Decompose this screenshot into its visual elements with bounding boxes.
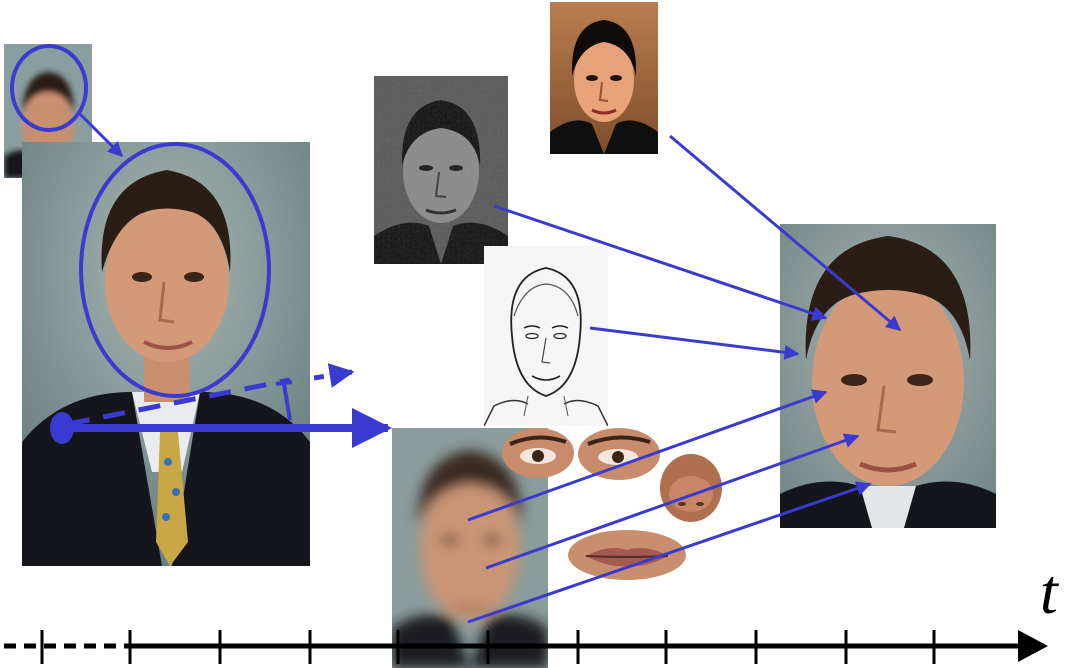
dashed-guide [67,377,291,427]
arrow-mouth-to-result [467,481,872,624]
portrait-blurred [392,428,548,668]
arrow-sketch-to-result [589,326,800,360]
portrait-painted [550,2,658,154]
arrow-eyes-to-result [467,389,828,522]
timeline-axis [4,630,1048,664]
portrait-pencil-sketch [484,246,608,426]
patch-right-eye [578,428,660,480]
bracket-mark [275,380,293,421]
timeline-axis-label: t [1040,556,1058,627]
portrait-face-circle [79,142,271,398]
arrow-textured-to-result [493,204,828,321]
arrow-nose-to-result [485,433,860,570]
portrait-textured-grayscale [374,76,508,264]
dashed-arrow [313,363,355,388]
arrow-thumbnail-to-portrait [78,112,124,158]
arrow-painted-to-result [669,134,902,332]
thumbnail-face-circle [10,44,88,132]
patch-left-eye [502,428,574,478]
